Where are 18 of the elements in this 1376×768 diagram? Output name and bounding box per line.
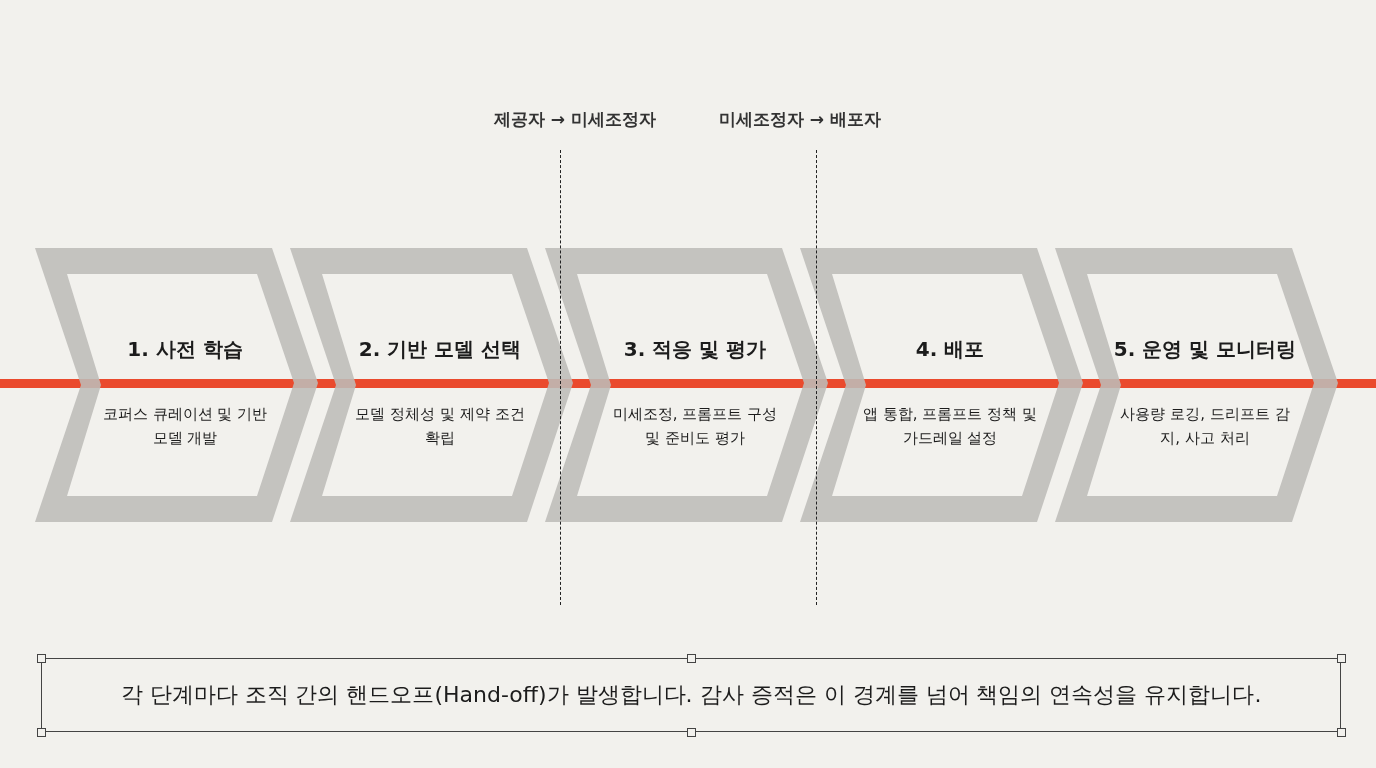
step-title: 5. 운영 및 모니터링 <box>1112 336 1298 363</box>
handoff-label: 미세조정자 → 배포자 <box>717 108 883 131</box>
handoff-label: 제공자 → 미세조정자 <box>492 108 658 131</box>
step-description: 모델 정체성 및 제약 조건 확립 <box>354 404 526 449</box>
chevron-shape <box>290 248 574 522</box>
step-description: 미세조정, 프롬프트 구성 및 준비도 평가 <box>611 404 779 449</box>
note-text: 각 단계마다 조직 간의 핸드오프(Hand-off)가 발생합니다. 감사 증적은 이 경계를 넘어 책임의 연속성을 유지합니다. <box>120 681 1262 709</box>
step-description: 사용량 로깅, 드리프트 감지, 사고 처리 <box>1119 404 1291 449</box>
step-description: 앱 통합, 프롬프트 정책 및 가드레일 설정 <box>862 404 1038 449</box>
chevron-shape <box>1055 248 1339 522</box>
step-description: 코퍼스 큐레이션 및 기반 모델 개발 <box>101 404 269 449</box>
step-title: 1. 사전 학습 <box>126 336 244 363</box>
chevron-shape <box>545 248 829 522</box>
step-title: 4. 배포 <box>914 336 986 363</box>
chevron-shape <box>800 248 1084 522</box>
step-title: 3. 적응 및 평가 <box>622 336 768 363</box>
step-title: 2. 기반 모델 선택 <box>357 336 523 363</box>
chevron-shape <box>35 248 319 522</box>
